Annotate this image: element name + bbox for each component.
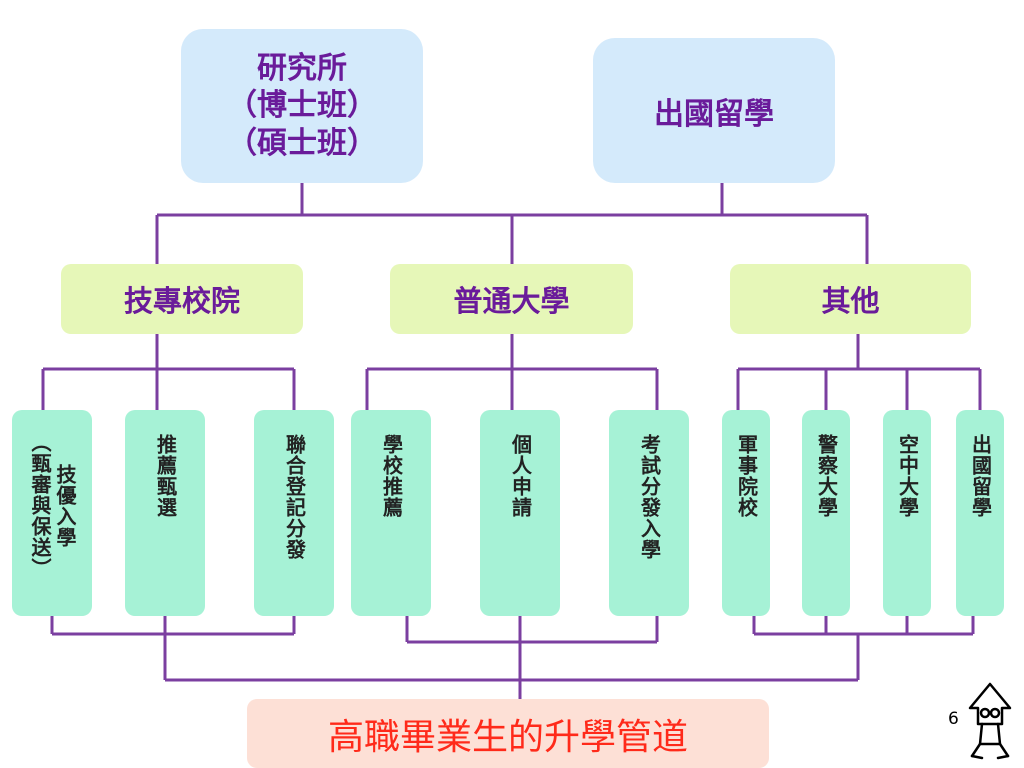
personal-apply-label: 個人申請 (508, 434, 533, 518)
police-label: 警察大學 (814, 434, 839, 518)
study-abroad-label: 出國留學 (968, 434, 993, 518)
exam-assign-label: 考試分發入學 (637, 434, 662, 560)
leaf-personal-apply: 個人申請 (480, 410, 560, 616)
leaf-police: 警察大學 (802, 410, 850, 616)
tech-excellence-note: （甄審與保送） (28, 432, 52, 579)
general-university-box: 普通大學 (390, 264, 633, 334)
open-university-label: 空中大學 (895, 434, 920, 518)
other-box: 其他 (730, 264, 971, 334)
leaf-joint-register: 聯合登記分發 (254, 410, 334, 616)
study-abroad-top-box: 出國留學 (593, 38, 835, 183)
leaf-study-abroad: 出國留學 (956, 410, 1004, 616)
tech-college-box: 技專校院 (61, 264, 303, 334)
leaf-recommend-select: 推薦甄選 (125, 410, 205, 616)
page-number: 6 (948, 709, 959, 729)
joint-register-label: 聯合登記分發 (282, 434, 307, 560)
mascot-icon (968, 682, 1012, 760)
tech-excellence-label: 技優入學 (53, 463, 77, 548)
graduate-school-box: 研究所 （博士班） （碩士班） (181, 29, 423, 183)
leaf-exam-assign: 考試分發入學 (609, 410, 689, 616)
school-recommend-label: 學校推薦 (379, 434, 404, 518)
recommend-select-label: 推薦甄選 (153, 434, 178, 518)
military-label: 軍事院校 (734, 434, 759, 518)
leaf-tech-excellence: 技優入學 （甄審與保送） (12, 410, 92, 616)
diagram-title: 高職畢業生的升學管道 (247, 699, 769, 768)
leaf-school-recommend: 學校推薦 (351, 410, 431, 616)
leaf-military: 軍事院校 (722, 410, 770, 616)
leaf-open-university: 空中大學 (883, 410, 931, 616)
